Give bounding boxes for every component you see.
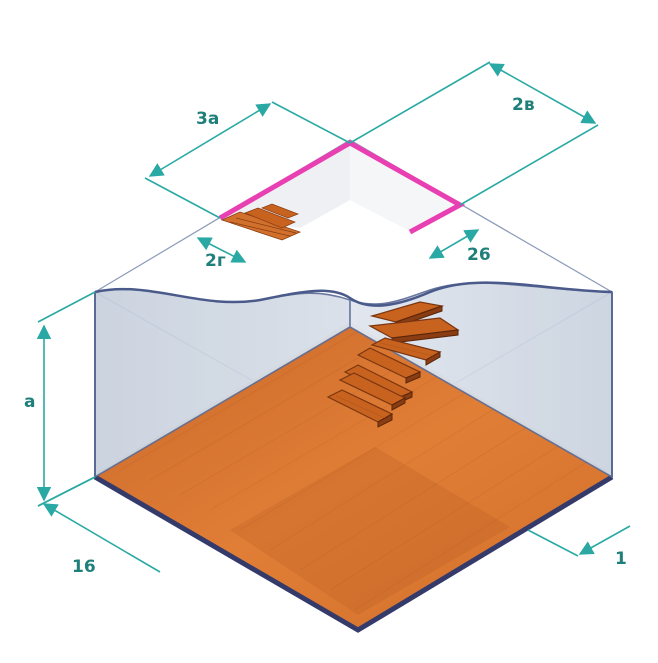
dimension-16: 16 bbox=[37, 476, 161, 577]
label-2g: 2г bbox=[205, 251, 226, 271]
stairs bbox=[326, 301, 460, 428]
floor-shade bbox=[230, 447, 510, 615]
stair-tread bbox=[326, 389, 394, 428]
floor-edge bbox=[93, 474, 614, 633]
dimension-1: 1 bbox=[527, 525, 631, 569]
dimension-2b: 2в bbox=[349, 61, 599, 206]
dimension-2g: 2г bbox=[196, 237, 247, 271]
label-26: 26 bbox=[467, 245, 491, 265]
label-1: 1 bbox=[615, 549, 627, 569]
dimension-a-height: a bbox=[24, 291, 96, 507]
opening-stairs bbox=[220, 203, 302, 241]
dimension-3a: 3a bbox=[144, 101, 351, 219]
dimension-26: 26 bbox=[428, 229, 491, 265]
ceiling-opening bbox=[218, 140, 466, 241]
stair-tread bbox=[356, 347, 422, 384]
wall-top-edge bbox=[94, 281, 613, 307]
stair-tread bbox=[368, 317, 460, 344]
label-16: 16 bbox=[72, 557, 96, 577]
label-a: a bbox=[24, 392, 35, 412]
label-2b: 2в bbox=[512, 95, 535, 115]
label-3a: 3a bbox=[196, 109, 219, 129]
stair-tread bbox=[338, 372, 407, 411]
stair-tread bbox=[370, 337, 442, 366]
